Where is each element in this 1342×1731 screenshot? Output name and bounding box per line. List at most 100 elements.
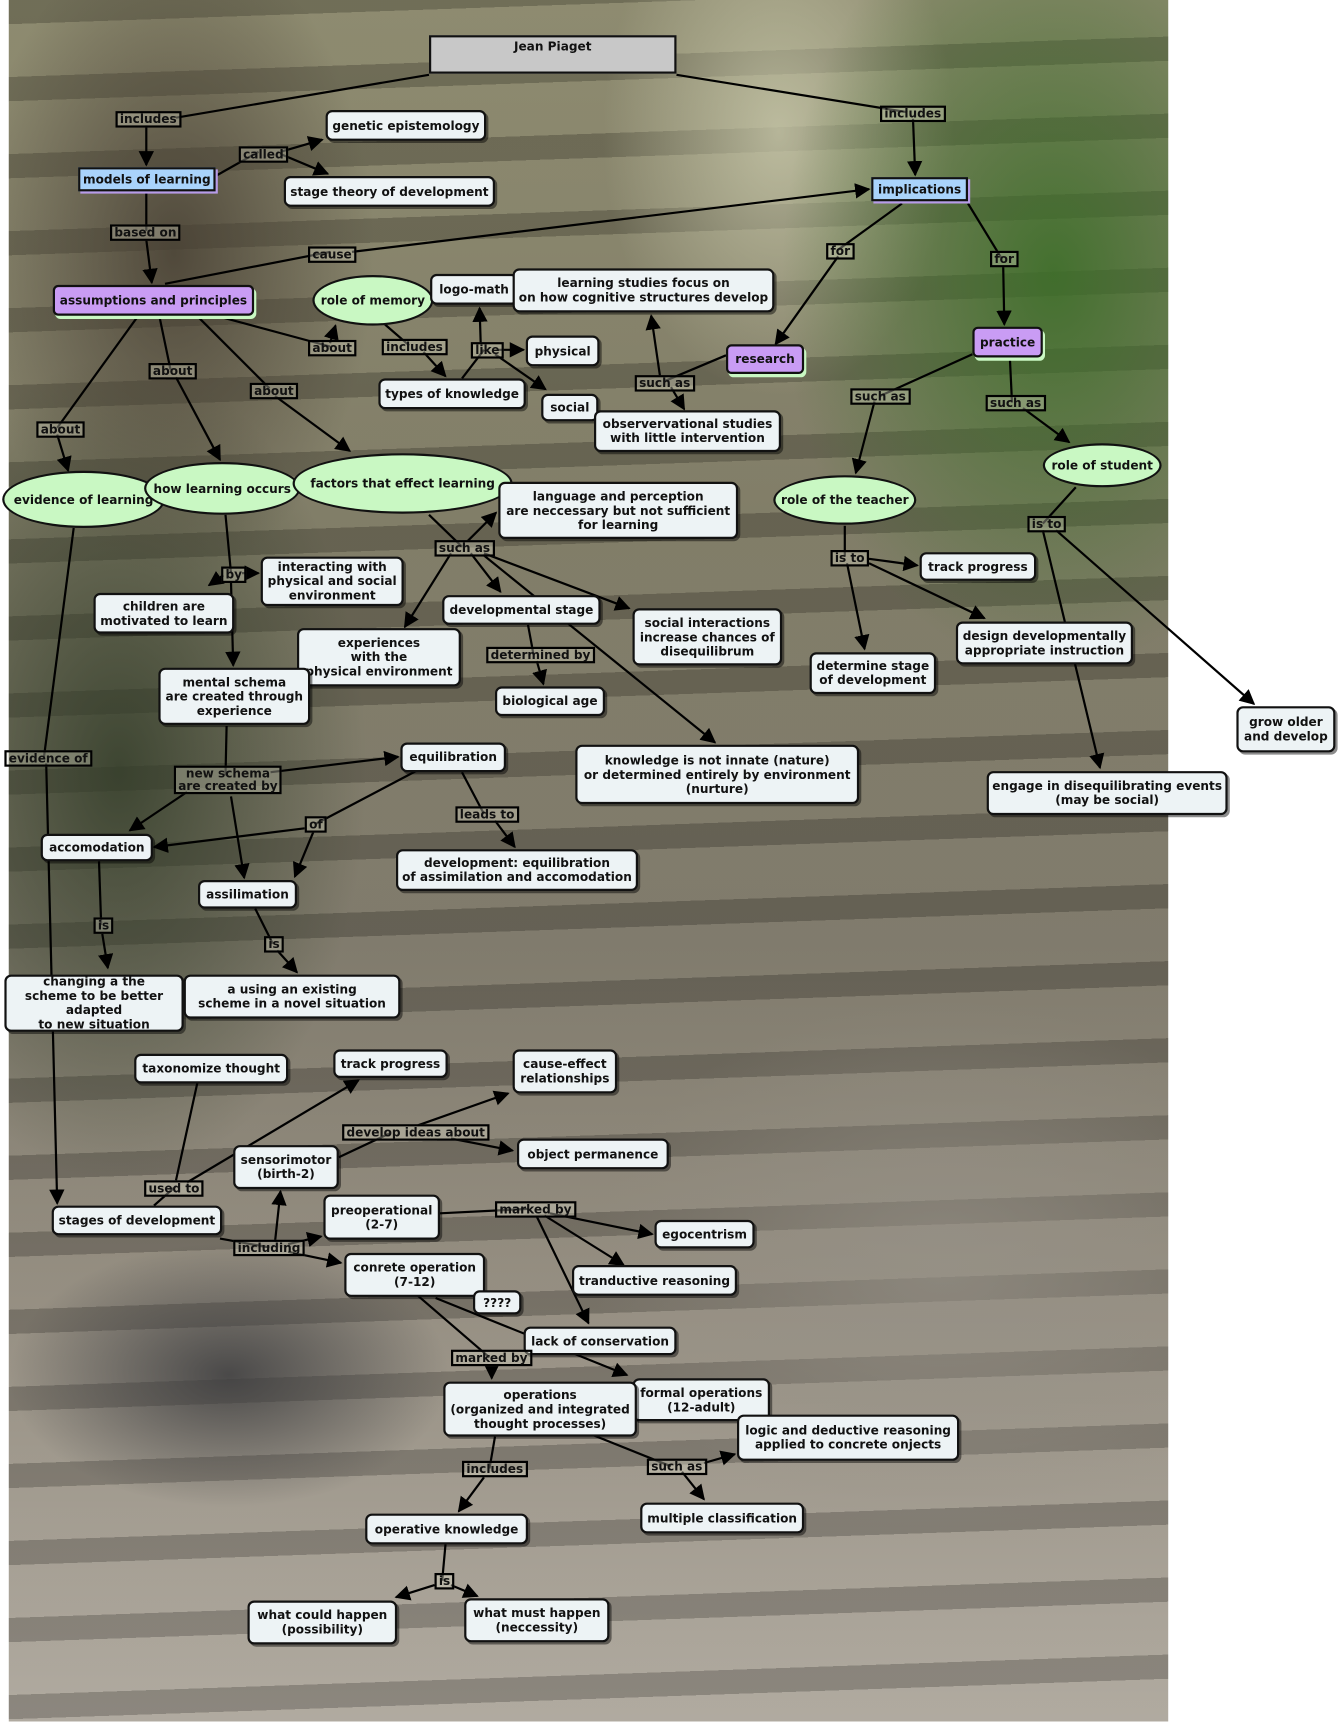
concept-node-genetic[interactable]: genetic epistemology [325, 110, 487, 141]
concept-node-preop[interactable]: preoperational (2-7) [323, 1194, 440, 1240]
concept-node-experiences[interactable]: experiences with the physical environmen… [297, 628, 461, 687]
connector-arrow [774, 255, 840, 346]
concept-node-teacher[interactable]: role of the teacher [773, 475, 917, 525]
link-label: evidence of [4, 750, 93, 767]
concept-node-using[interactable]: a using an existing scheme in a novel si… [183, 974, 401, 1019]
link-label: based on [110, 224, 181, 241]
link-label: such as [634, 375, 695, 392]
concept-node-knowledge[interactable]: knowledge is not innate (nature) or dete… [575, 744, 860, 805]
concept-node-logomath[interactable]: logo-math [430, 273, 519, 305]
concept-node-taxonomize[interactable]: taxonomize thought [134, 1053, 289, 1084]
concept-node-research[interactable]: research [726, 344, 805, 374]
concept-node-jean[interactable]: Jean Piaget [429, 35, 677, 74]
link-label: such as [434, 540, 495, 557]
connector-arrow [532, 660, 547, 686]
connector-line [315, 769, 419, 825]
connector-arrow [1022, 407, 1071, 444]
concept-node-interacting[interactable]: interacting with physical and social env… [260, 556, 404, 607]
concept-node-devstage[interactable]: developmental stage [442, 595, 601, 625]
concept-node-obs[interactable]: observervational studies with little int… [594, 410, 781, 453]
connector-arrow [417, 1090, 510, 1127]
concept-node-student[interactable]: role of student [1042, 443, 1162, 488]
link-label: of [304, 816, 328, 833]
concept-node-objperm[interactable]: object permanence [517, 1138, 669, 1170]
concept-node-egocentrism[interactable]: egocentrism [654, 1219, 755, 1249]
concept-node-lsf[interactable]: learning studies focus on on how cogniti… [512, 268, 775, 313]
concept-node-practice[interactable]: practice [972, 326, 1043, 358]
concept-node-lang[interactable]: language and perception are neccessary b… [498, 481, 739, 539]
concept-node-cause[interactable]: cause-effect relationships [512, 1049, 618, 1094]
concept-node-could[interactable]: what could happen (possibility) [247, 1600, 398, 1645]
concept-node-q[interactable]: ???? [473, 1290, 522, 1315]
link-label: marked by [451, 1349, 532, 1367]
connector-arrow [97, 933, 114, 970]
concept-node-dev-eq[interactable]: development: equilibration of assimilati… [396, 849, 638, 891]
link-label: includes [462, 1460, 528, 1478]
concept-node-how[interactable]: how learning occurs [144, 462, 301, 515]
connector-arrow [845, 562, 870, 651]
concept-node-memory[interactable]: role of memory [312, 275, 434, 326]
link-label: about [249, 382, 299, 400]
concept-node-models[interactable]: models of learning [78, 167, 216, 192]
link-label: like [470, 342, 504, 359]
connector-line [384, 323, 410, 347]
concept-node-sensorimotor[interactable]: sensorimotor (birth-2) [233, 1145, 339, 1190]
connector-arrow [271, 1189, 287, 1243]
concept-node-changing[interactable]: changing a the scheme to be better adapt… [4, 974, 184, 1032]
concept-node-determine[interactable]: determine stage of development [809, 652, 937, 695]
concept-node-track2[interactable]: track progress [333, 1049, 448, 1078]
concept-node-implications[interactable]: implications [871, 177, 968, 202]
concept-node-stages[interactable]: stages of development [51, 1205, 223, 1236]
concept-node-must[interactable]: what must happen (neccessity) [464, 1598, 610, 1643]
concept-node-assumptions[interactable]: assumptions and principles [52, 284, 255, 316]
concept-node-stage-theory[interactable]: stage theory of development [283, 176, 495, 207]
link-label: new schema are created by [173, 765, 283, 795]
concept-node-types[interactable]: types of knowledge [378, 378, 526, 410]
connector-line [56, 316, 139, 429]
link-label: leads to [455, 806, 519, 823]
connector-line [42, 527, 75, 757]
concept-node-track1[interactable]: track progress [919, 552, 1037, 581]
concept-node-logic[interactable]: logic and deductive reasoning applied to… [737, 1414, 960, 1461]
concept-node-grow[interactable]: grow older and develop [1236, 706, 1336, 753]
concept-node-bio[interactable]: biological age [495, 686, 605, 717]
link-label: such as [850, 388, 911, 405]
concept-node-factors[interactable]: factors that effect learning [292, 453, 513, 514]
concept-node-children[interactable]: children are motivated to learn [93, 592, 235, 634]
concept-node-assilimation[interactable]: assilimation [198, 880, 297, 909]
connector-arrow [186, 1079, 360, 1184]
link-label: is [264, 936, 285, 953]
concept-node-physical[interactable]: physical [525, 335, 600, 367]
concept-node-engage[interactable]: engage in disequilibrating events (may b… [986, 771, 1228, 816]
connector-arrow [681, 1471, 705, 1501]
concept-node-operations[interactable]: operations (organized and integrated tho… [443, 1381, 637, 1437]
concept-node-lack[interactable]: lack of conservation [523, 1326, 677, 1356]
link-label: is [434, 1573, 455, 1590]
connector-arrow [276, 949, 299, 974]
concept-node-evidence[interactable]: evidence of learning [2, 470, 166, 528]
concept-node-design[interactable]: design developmentally appropriate instr… [955, 621, 1133, 665]
connector-arrow [645, 314, 662, 377]
connector-line [197, 316, 271, 390]
connector-arrow [292, 831, 315, 879]
concept-node-mental[interactable]: mental schema are created through experi… [158, 667, 311, 725]
concept-node-social-int[interactable]: social interactions increase chances of … [632, 608, 783, 666]
connector-arrow [996, 266, 1012, 327]
link-label: includes [381, 338, 448, 356]
connector-arrow [469, 552, 502, 594]
concept-node-tranductive[interactable]: tranductive reasoning [572, 1265, 737, 1296]
connector-arrow [287, 1250, 343, 1268]
link-label: such as [646, 1458, 707, 1476]
concept-node-operative[interactable]: operative knowledge [365, 1513, 528, 1545]
connector-line [215, 150, 260, 177]
link-label: includes [880, 105, 946, 123]
concept-node-social[interactable]: social [541, 393, 599, 422]
connector-arrow [403, 552, 452, 629]
concept-node-conrete[interactable]: conrete operation (7-12) [344, 1252, 486, 1297]
concept-node-multiple[interactable]: multiple classification [640, 1502, 805, 1534]
concept-node-accomodation[interactable]: accomodation [40, 833, 153, 862]
concept-node-equil[interactable]: equilibration [400, 742, 506, 773]
link-label: including [233, 1239, 305, 1257]
connector-line [837, 202, 903, 251]
